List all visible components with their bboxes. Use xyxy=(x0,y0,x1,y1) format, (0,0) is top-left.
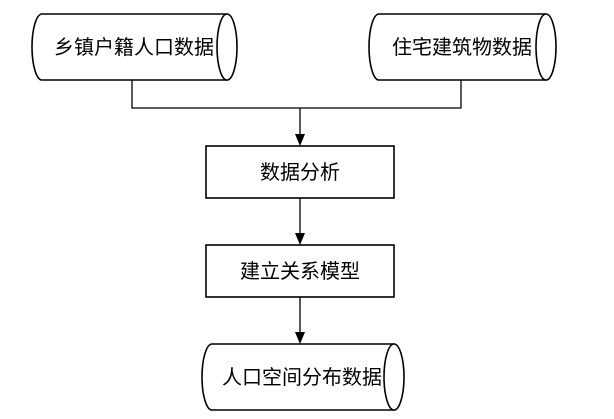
node-residential-buildings: 住宅建筑物数据 xyxy=(368,13,557,81)
connectors xyxy=(131,80,462,344)
population-distribution-label: 人口空间分布数据 xyxy=(222,365,382,389)
rural-population-cylinder-end xyxy=(216,13,228,81)
rural-population-label: 乡镇户籍人口数据 xyxy=(54,35,214,59)
node-data-analysis: 数据分析 xyxy=(205,145,395,199)
arrowhead-population-distribution xyxy=(295,332,305,344)
build-model-box xyxy=(205,244,395,298)
edge-rural-population-to-merge xyxy=(131,80,300,109)
node-build-model: 建立关系模型 xyxy=(205,244,395,298)
build-model-label: 建立关系模型 xyxy=(240,259,360,283)
population-distribution-cylinder-end xyxy=(383,343,395,411)
node-population-distribution: 人口空间分布数据 xyxy=(201,343,405,411)
residential-buildings-label: 住宅建筑物数据 xyxy=(392,35,532,59)
node-rural-population: 乡镇户籍人口数据 xyxy=(31,13,238,81)
residential-buildings-cylinder-end xyxy=(535,13,547,81)
arrowhead-build-model xyxy=(295,233,305,245)
data-analysis-label: 数据分析 xyxy=(260,160,340,184)
edge-residential-buildings-to-merge xyxy=(300,80,462,109)
data-analysis-box xyxy=(205,145,395,199)
arrowhead-data-analysis xyxy=(295,134,305,146)
